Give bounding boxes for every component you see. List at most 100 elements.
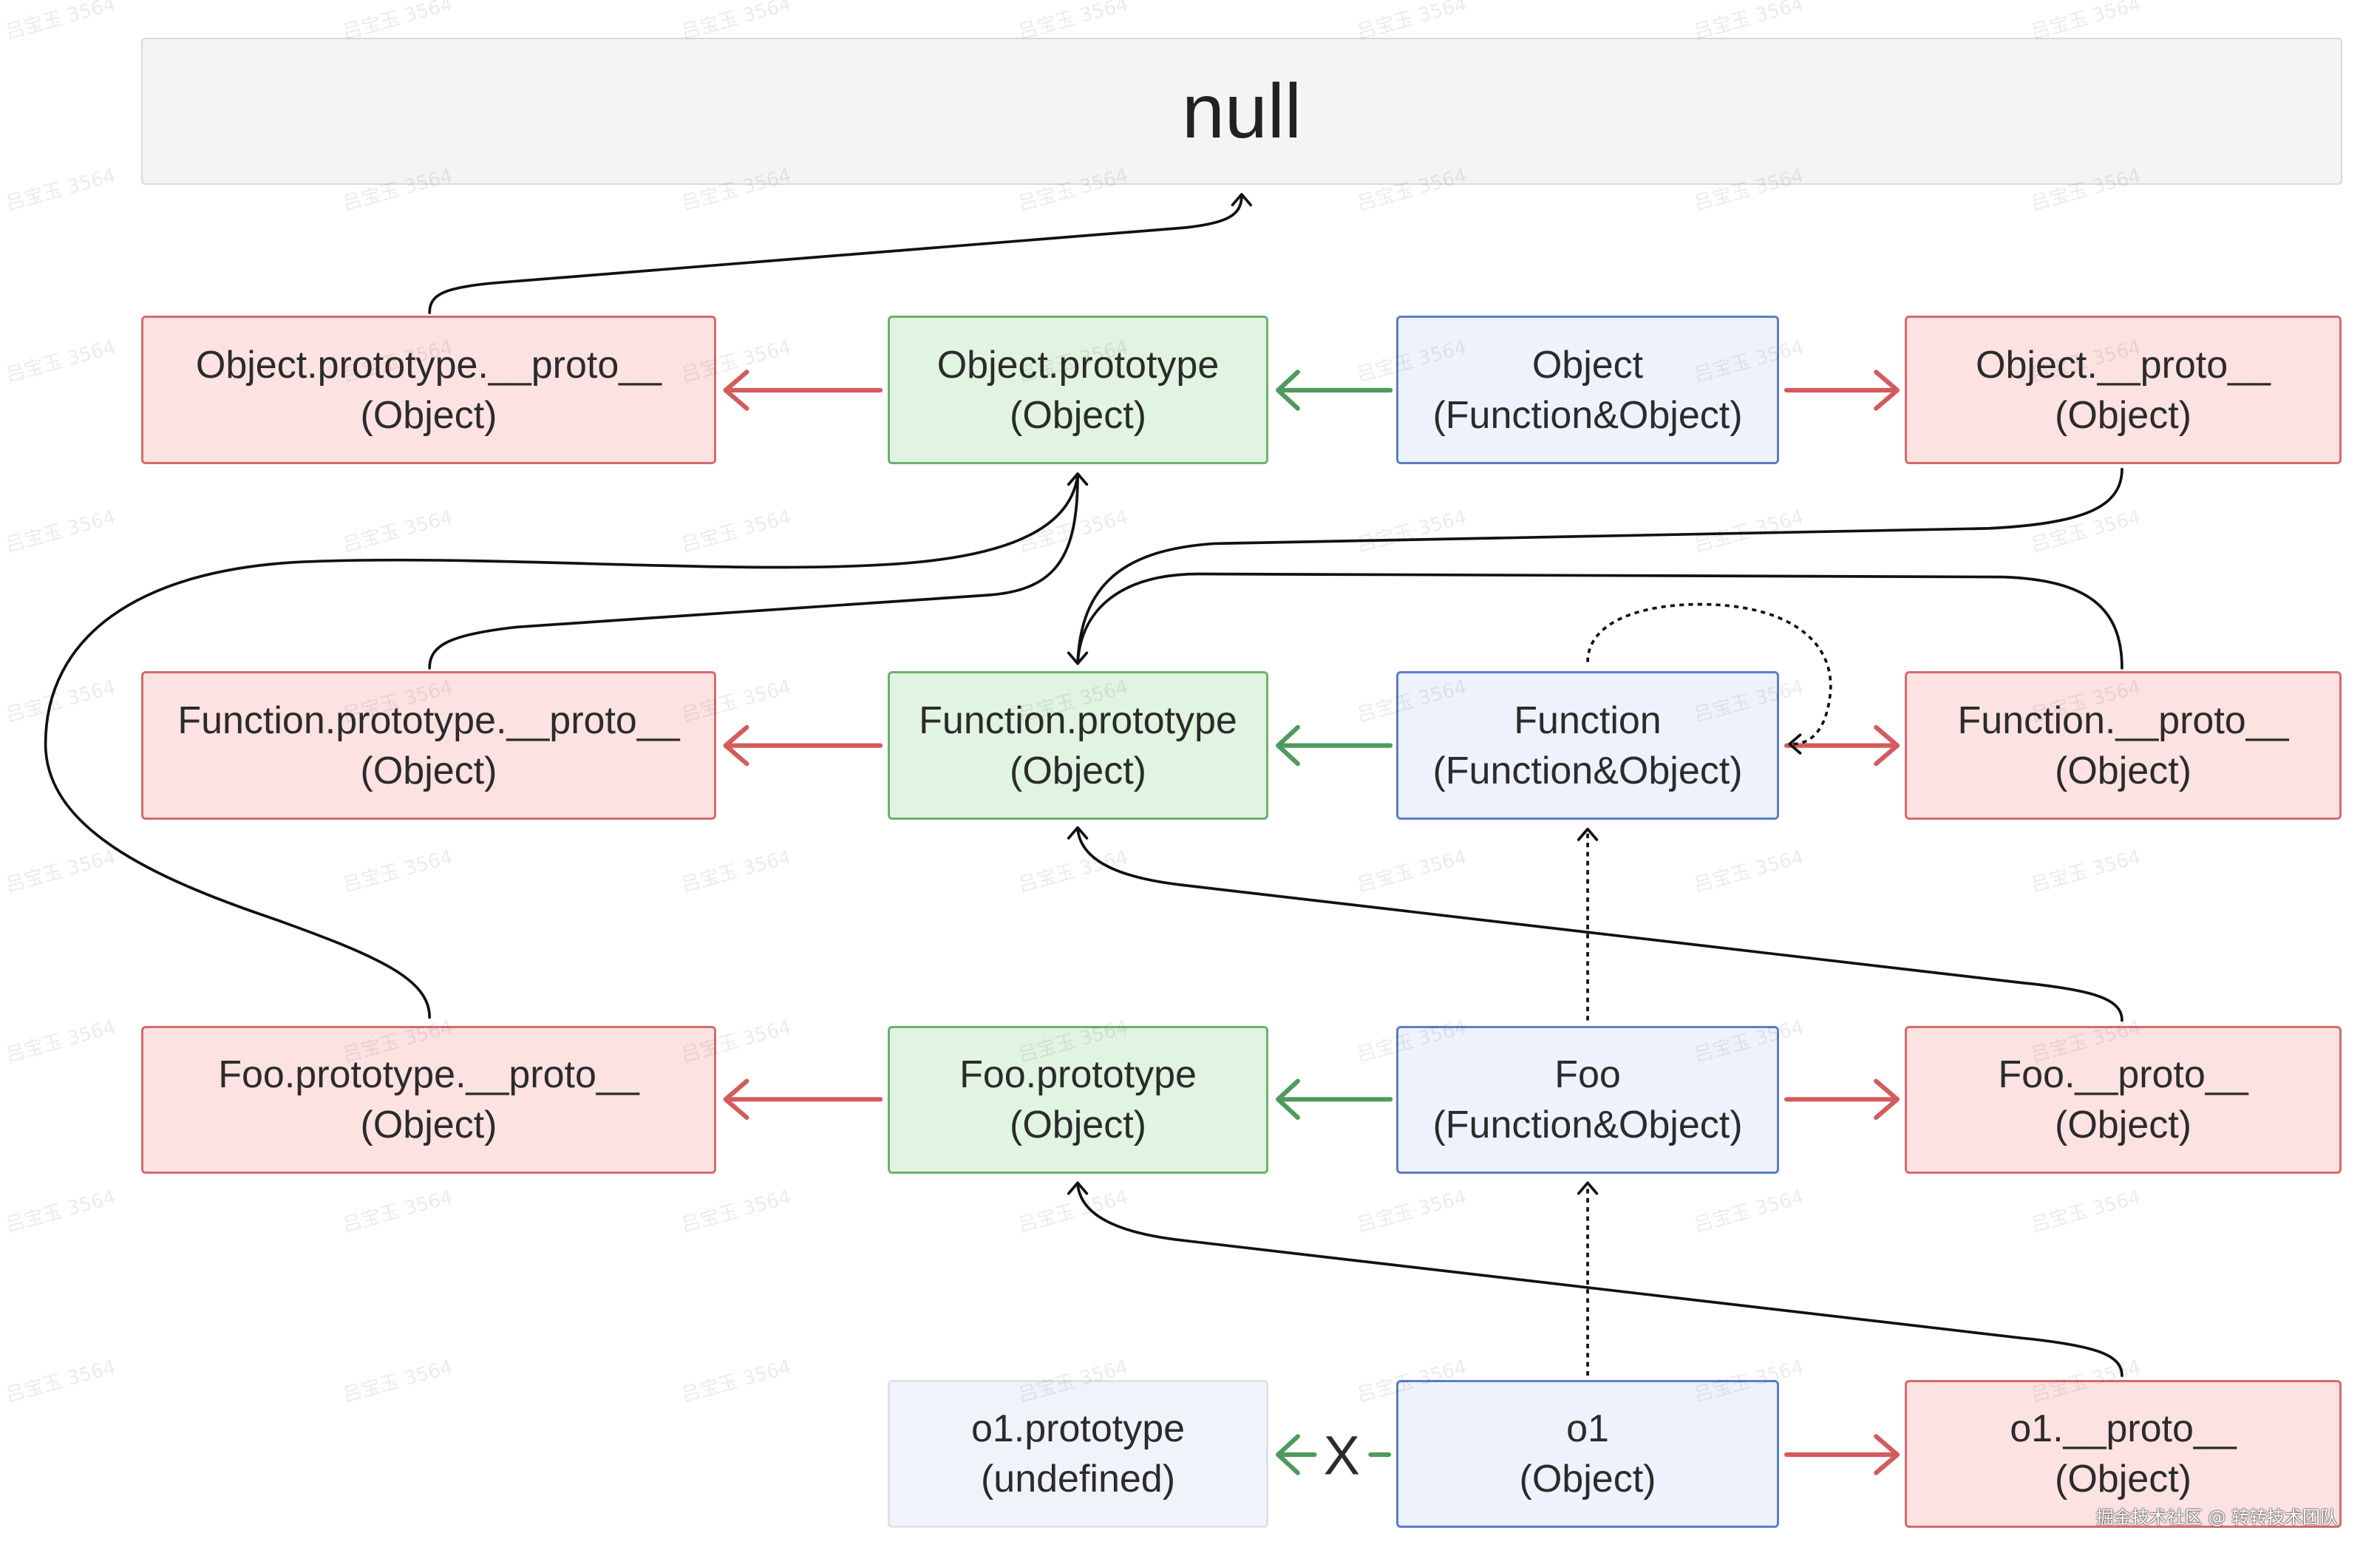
arrow-head [1788, 733, 1802, 755]
watermark: 吕宝玉 3564 [679, 1186, 794, 1237]
foo-prototype-proto-box: Foo.prototype.__proto__ (Object) [141, 1026, 716, 1174]
watermark: 吕宝玉 3564 [340, 846, 455, 897]
o1-prototype-box: o1.prototype (undefined) [888, 1380, 1268, 1528]
dotted-o1-to-foo [1577, 1181, 1599, 1376]
watermark: 吕宝玉 3564 [340, 1356, 455, 1407]
curve-object-prototype-proto-to-null [428, 193, 1252, 315]
box-title: Foo.prototype [959, 1053, 1197, 1096]
box-type: (Object) [1519, 1458, 1656, 1500]
box-type: (Object) [1010, 749, 1146, 792]
box-type: (Object) [360, 393, 497, 437]
box-title: Object.prototype.__proto__ [195, 343, 662, 387]
watermark: 吕宝玉 3564 [3, 164, 118, 216]
arrow-head [723, 724, 749, 766]
null-label: null [1182, 68, 1302, 154]
arrow-foo-to-foo-proto [1784, 1078, 1900, 1121]
watermark: 吕宝玉 3564 [1691, 846, 1806, 897]
box-type: (Object) [1010, 393, 1146, 437]
watermark: 吕宝玉 3564 [1354, 506, 1469, 557]
curve-line [1076, 1183, 2124, 1378]
foo-box: Foo (Function&Object) [1396, 1026, 1779, 1174]
box-title: Object.prototype [936, 343, 1220, 387]
object-proto-box: Object.__proto__ (Object) [1905, 316, 2342, 464]
foo-prototype-box: Foo.prototype (Object) [888, 1026, 1268, 1174]
arrow-head [1276, 1434, 1300, 1475]
watermark: 吕宝玉 3564 [3, 846, 118, 897]
watermark: 吕宝玉 3564 [3, 506, 118, 557]
watermark: 吕宝玉 3564 [1354, 846, 1469, 897]
arrow-head [1067, 1181, 1089, 1195]
arrow-head [1276, 370, 1300, 411]
o1-box: o1 (Object) [1396, 1380, 1779, 1528]
curve-line [428, 194, 1243, 315]
arrow-head [1577, 827, 1599, 841]
arrow-o1-to-o1-proto [1784, 1434, 1900, 1475]
watermark: 吕宝玉 3564 [2028, 846, 2143, 897]
arrow-function-to-function-prototype [1276, 724, 1393, 766]
box-title: Object [1531, 343, 1644, 387]
watermark: 吕宝玉 3564 [3, 676, 118, 727]
curve-function-proto-to-function-prototype [1067, 572, 2124, 670]
box-title: Function.prototype.__proto__ [177, 698, 680, 742]
watermark: 吕宝玉 3564 [1016, 506, 1131, 557]
dotted-foo-to-function [1577, 827, 1599, 1021]
function-prototype-box: Function.prototype (Object) [888, 671, 1268, 820]
watermark: 吕宝玉 3564 [1016, 1186, 1131, 1237]
box-title: o1.__proto__ [2010, 1407, 2237, 1450]
arrow-function-prototype-to-its-proto [723, 724, 883, 766]
function-proto-box: Function.__proto__ (Object) [1905, 671, 2342, 820]
null-box: null [141, 38, 2342, 185]
watermark: 吕宝玉 3564 [1691, 506, 1806, 557]
curve-object-proto-to-function-prototype [1076, 467, 2124, 665]
arrow-o1-to-o1-prototype-blocked [1276, 1434, 1392, 1475]
box-type: (Function&Object) [1432, 393, 1743, 437]
box-title: Foo.__proto__ [1998, 1053, 2248, 1096]
box-type: (Object) [2055, 1458, 2192, 1500]
curve-line [428, 474, 1079, 670]
arrow-head [1577, 1181, 1599, 1195]
curve-line [1076, 467, 2124, 665]
box-title: Function.__proto__ [1957, 698, 2289, 742]
arrow-foo-prototype-to-its-proto [723, 1078, 883, 1121]
box-title: Object.__proto__ [1976, 343, 2271, 387]
watermark: 吕宝玉 3564 [3, 0, 118, 44]
arrow-head [1067, 826, 1089, 840]
box-type: (Object) [2055, 749, 2192, 792]
watermark: 吕宝玉 3564 [679, 1356, 794, 1407]
watermark: 吕宝玉 3564 [1691, 1186, 1806, 1237]
curve-function-prototype-proto-to-object-prototype [428, 474, 1079, 670]
box-title: o1 [1566, 1407, 1609, 1450]
box-type: (Object) [1010, 1104, 1146, 1146]
attribution-text: 掘金技术社区 @ 转转技术团队 [2095, 1507, 2338, 1528]
watermark: 吕宝玉 3564 [2028, 506, 2143, 557]
arrow-object-prototype-to-its-proto [723, 370, 883, 411]
watermark: 吕宝玉 3564 [3, 1356, 118, 1407]
curve-foo-proto-to-function-prototype [1067, 826, 2124, 1022]
arrow-function-to-function-proto [1784, 724, 1900, 766]
object-prototype-box: Object.prototype (Object) [888, 316, 1268, 464]
box-title: Foo.prototype.__proto__ [218, 1053, 639, 1096]
arrow-head [1067, 651, 1089, 665]
watermark: 吕宝玉 3564 [679, 506, 794, 557]
box-type: (undefined) [980, 1458, 1176, 1500]
box-type: (Object) [360, 1104, 497, 1146]
arrow-head [1276, 1078, 1300, 1121]
arrow-head [1067, 472, 1089, 486]
arrow-head [1874, 370, 1900, 411]
watermark: 吕宝玉 3564 [1354, 1186, 1469, 1237]
watermark: 吕宝玉 3564 [3, 1016, 118, 1067]
curve-line [1076, 572, 2124, 670]
arrow-head [1874, 724, 1900, 766]
arrow-head [1874, 1434, 1900, 1475]
box-title: Function.prototype [919, 698, 1237, 742]
box-title: Function [1514, 698, 1662, 742]
watermark: 吕宝玉 3564 [2028, 1186, 2143, 1237]
object-prototype-proto-box: Object.prototype.__proto__ (Object) [141, 316, 716, 464]
curve-o1-proto-to-foo-prototype [1067, 1181, 2124, 1378]
watermark: 吕宝玉 3564 [1016, 846, 1131, 897]
arrow-object-to-object-proto [1784, 370, 1900, 411]
box-type: (Object) [2055, 393, 2192, 437]
watermark: 吕宝玉 3564 [3, 336, 118, 387]
arrow-head [723, 1078, 749, 1121]
arrow-head [1276, 724, 1300, 766]
